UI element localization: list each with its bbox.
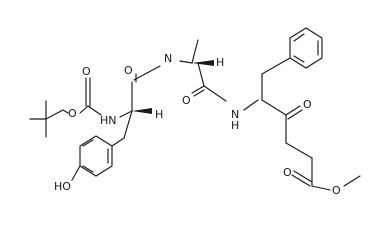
bond-ester-co-b: [293, 170, 313, 183]
label-o-carbonyl-boc: O: [82, 65, 91, 78]
label-o-carbonyl-tyr: O: [124, 64, 133, 77]
bond-ch2-ph: [261, 57, 291, 75]
label-nh-mid: N: [231, 108, 239, 121]
stereo-wedges: [132, 60, 214, 114]
bond-ester-o: [311, 185, 331, 191]
label-ho-phenol: HO: [54, 180, 71, 193]
bond-ch2-ring-tyr: [111, 137, 125, 147]
bond-tbu-o: [62, 109, 69, 114]
molecule-diagram: O O HN O N H H O N H O HO O O: [29, 27, 361, 197]
label-nh-ala: N: [164, 52, 172, 65]
label-o-ketone: O: [303, 98, 312, 111]
bond-n-ca-ala: [179, 60, 193, 64]
bond-o-carbamate-c: [79, 105, 89, 114]
wedge-tyr-h: [132, 108, 152, 114]
bond-ala-co-b: [193, 89, 205, 97]
label-o-carbonyl-ala: O: [182, 94, 191, 107]
bond-tbu-4: [45, 109, 64, 120]
bond-ch2-ch2: [285, 142, 313, 159]
bond-c-n-ala: [133, 65, 161, 81]
tyrosine-ring: [79, 135, 113, 177]
label-o-ether-boc: O: [68, 107, 77, 120]
tyrosine-ring-inner-2: [82, 165, 94, 173]
phenyl-ring: [289, 27, 323, 69]
bond-ketone-co-b: [287, 109, 303, 120]
tyrosine-ring-inner-3: [82, 139, 94, 147]
bond-ketone-co-a: [285, 105, 301, 116]
bond-c-n-mid: [203, 85, 227, 102]
bond-ester-co-a: [291, 174, 311, 187]
bond-ch-ketone: [261, 99, 287, 116]
bonds: [29, 27, 361, 191]
label-h-mid: H: [231, 119, 239, 132]
label-o-ester-ether: O: [332, 184, 341, 197]
bond-carbamate-n: [87, 105, 102, 116]
label-h-ala: H: [216, 56, 224, 69]
bond-n-ch: [243, 99, 259, 111]
bond-ca-c-ala: [197, 62, 205, 87]
bond-n-ca-tyr: [119, 110, 133, 118]
atom-labels: O O HN O N H H O N H O HO O O: [54, 52, 341, 197]
wedge-ala-h: [192, 60, 214, 66]
phenyl-ring-inner-1: [293, 33, 305, 42]
phenyl-ring-inner-3: [293, 55, 305, 63]
bond-ca-ch2-tyr: [123, 110, 133, 139]
bond-o-methyl: [343, 175, 361, 187]
label-o-ester-carbonyl: O: [283, 166, 292, 179]
bond-ala-co-a: [191, 85, 205, 94]
bond-ring-oh: [71, 165, 81, 181]
label-nh-boc: HN: [100, 114, 117, 127]
label-h-tyr: H: [155, 108, 163, 121]
bond-ala-methyl: [191, 39, 199, 64]
